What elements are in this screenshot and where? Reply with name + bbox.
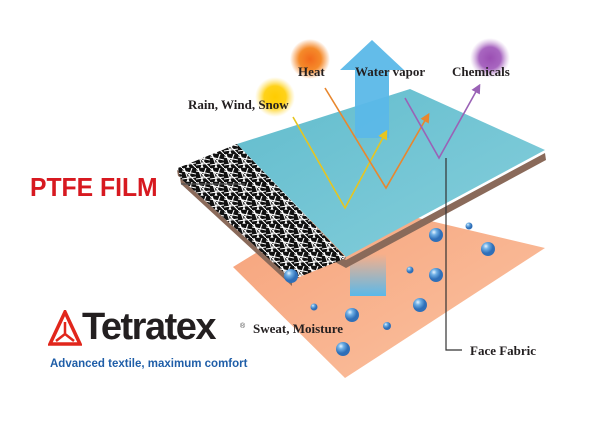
brand-tagline: Advanced textile, maximum comfort (50, 358, 248, 370)
tetratex-logo-icon (48, 310, 82, 346)
brand-name: Tetratex (82, 306, 217, 348)
label-water-vapor: Water vapor (355, 64, 426, 79)
label-sweat-moisture: Sweat, Moisture (253, 321, 344, 336)
label-rain-wind-snow: Rain, Wind, Snow (188, 97, 289, 112)
label-chemicals: Chemicals (452, 64, 510, 79)
label-face-fabric: Face Fabric (470, 343, 537, 358)
registered-mark: ® (240, 323, 246, 330)
face-fabric-layer (237, 89, 545, 257)
ptfe-film-label: PTFE FILM (30, 172, 158, 202)
ptfe-film-layer (178, 144, 346, 280)
water-vapor-arrow (340, 40, 404, 138)
label-heat: Heat (298, 64, 325, 79)
moisture-droplets (284, 222, 495, 356)
heat-icon (290, 39, 330, 79)
sun-icon (255, 77, 295, 117)
chemicals-icon (470, 38, 510, 78)
